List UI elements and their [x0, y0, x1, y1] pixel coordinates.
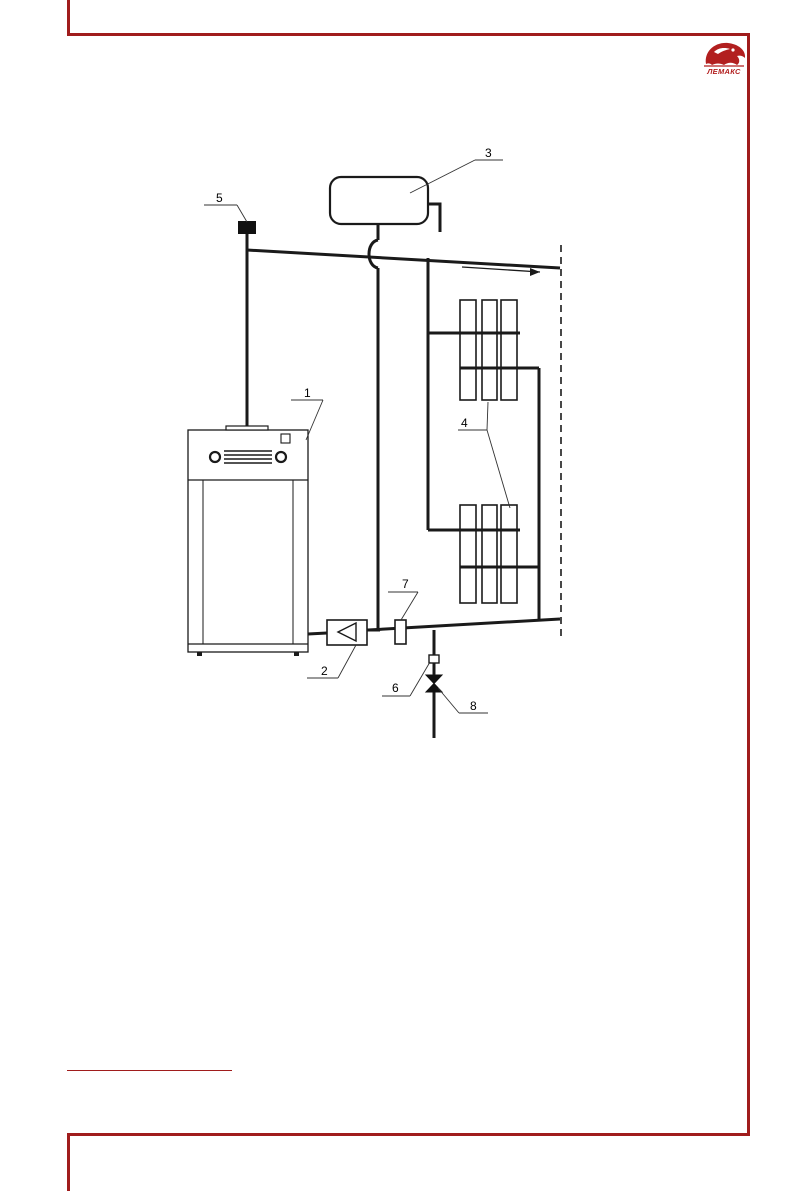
- flow-direction-arrow: [462, 267, 540, 272]
- label-filter: 7: [402, 577, 409, 591]
- label-pump: 2: [321, 664, 328, 678]
- upper-radiator-section: [460, 300, 476, 400]
- upper-radiator-section: [482, 300, 497, 400]
- expansion-tank-overflow-pipe: [428, 204, 440, 232]
- boiler: [188, 426, 308, 656]
- label-radiators: 4: [461, 416, 468, 430]
- expansion-pipe-crossover: [369, 240, 378, 268]
- label-sensor: 6: [392, 681, 399, 695]
- filter: [395, 620, 406, 644]
- label-boiler: 1: [304, 386, 311, 400]
- label-expansion-tank: 3: [485, 146, 492, 160]
- upper-radiator-section: [501, 300, 517, 400]
- air-vent-device: [238, 221, 256, 234]
- footnote-separator-line: [67, 1070, 232, 1071]
- label-valve: 8: [470, 699, 477, 713]
- lower-radiator-section: [501, 505, 517, 603]
- lower-radiator-section: [482, 505, 497, 603]
- lower-radiator-section: [460, 505, 476, 603]
- expansion-tank: [330, 177, 428, 224]
- label-air-vent: 5: [216, 191, 223, 205]
- sensor: [429, 655, 439, 663]
- supply-main-pipe: [247, 250, 560, 268]
- pump-to-boiler-pipe: [308, 633, 327, 634]
